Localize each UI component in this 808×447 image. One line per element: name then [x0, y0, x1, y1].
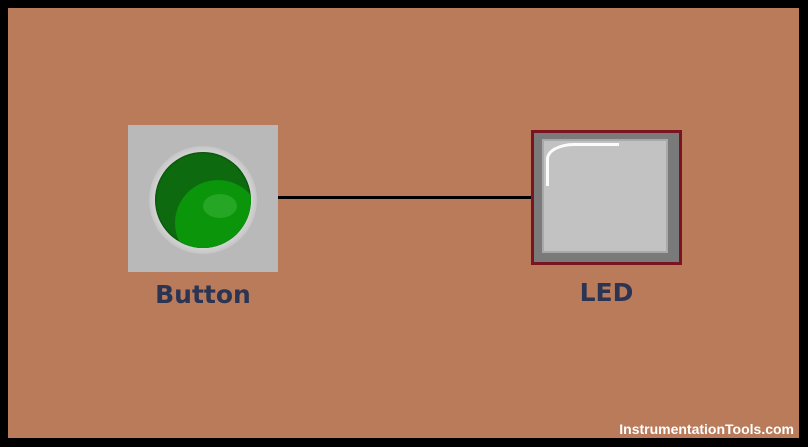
- watermark: InstrumentationTools.com: [619, 421, 794, 437]
- push-button-ring: [149, 146, 257, 254]
- led-gleam: [546, 143, 619, 186]
- connection-wire: [278, 196, 531, 199]
- led-indicator-icon: [542, 139, 668, 253]
- button-shine: [203, 194, 237, 218]
- green-push-button-icon: [155, 152, 251, 248]
- led-indicator[interactable]: [531, 130, 682, 265]
- led-label: LED: [579, 278, 634, 307]
- canvas-panel: Button LED: [8, 8, 799, 438]
- button-glow: [175, 180, 251, 248]
- button-label: Button: [155, 280, 251, 309]
- push-button[interactable]: [128, 125, 278, 272]
